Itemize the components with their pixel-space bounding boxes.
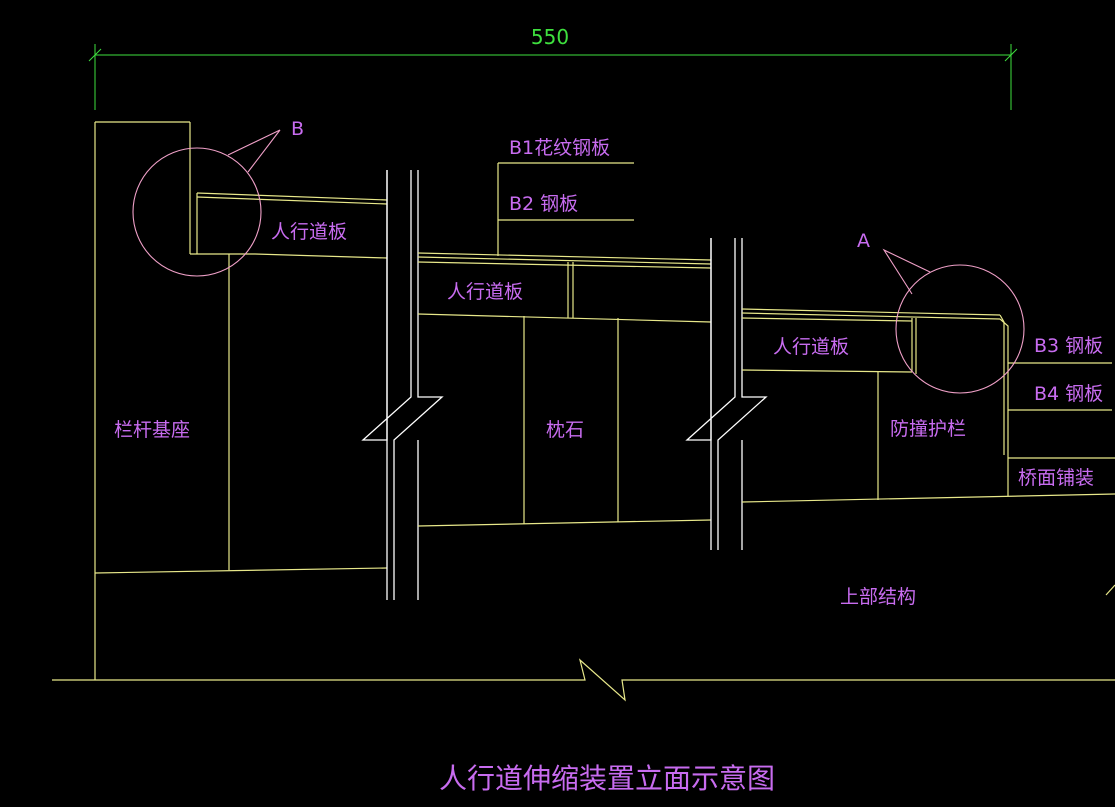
drawing-title: 人行道伸缩装置立面示意图 [439,762,775,795]
label-superstructure: 上部结构 [840,586,916,608]
label-b3-steel-plate: B3 钢板 [1034,335,1103,357]
label-b4-steel-plate: B4 钢板 [1034,383,1103,405]
steel-plates-right [999,314,1112,455]
railing-base [94,121,388,680]
pillow-stone [417,316,712,527]
walkway-slab-right [741,308,1001,374]
label-railing-base: 栏杆基座 [114,419,190,441]
label-pillow-stone: 枕石 [546,419,584,441]
walkway-slab-left [196,192,388,259]
break-line-left [361,170,444,600]
walkway-slab-middle [417,252,712,323]
label-deck-pavement: 桥面铺装 [1018,467,1094,489]
label-walkway-right: 人行道板 [773,336,849,358]
callout-a-label: A [857,230,870,252]
label-b2-steel-plate: B2 钢板 [509,193,578,215]
dimension-line [88,44,1018,110]
label-b1-checkered-plate: B1花纹钢板 [509,137,610,159]
detail-callout-a [882,248,1025,394]
b-leader-lines [497,162,634,256]
dimension-label: 550 [531,25,569,49]
break-line-right [685,238,768,550]
callout-b-label: B [291,118,304,140]
label-walkway-middle: 人行道板 [447,281,523,303]
crash-barrier [741,372,1115,596]
detail-callout-b [132,129,281,277]
label-crash-barrier: 防撞护栏 [890,418,966,440]
ground-line [52,658,1115,702]
label-walkway-left: 人行道板 [271,221,347,243]
